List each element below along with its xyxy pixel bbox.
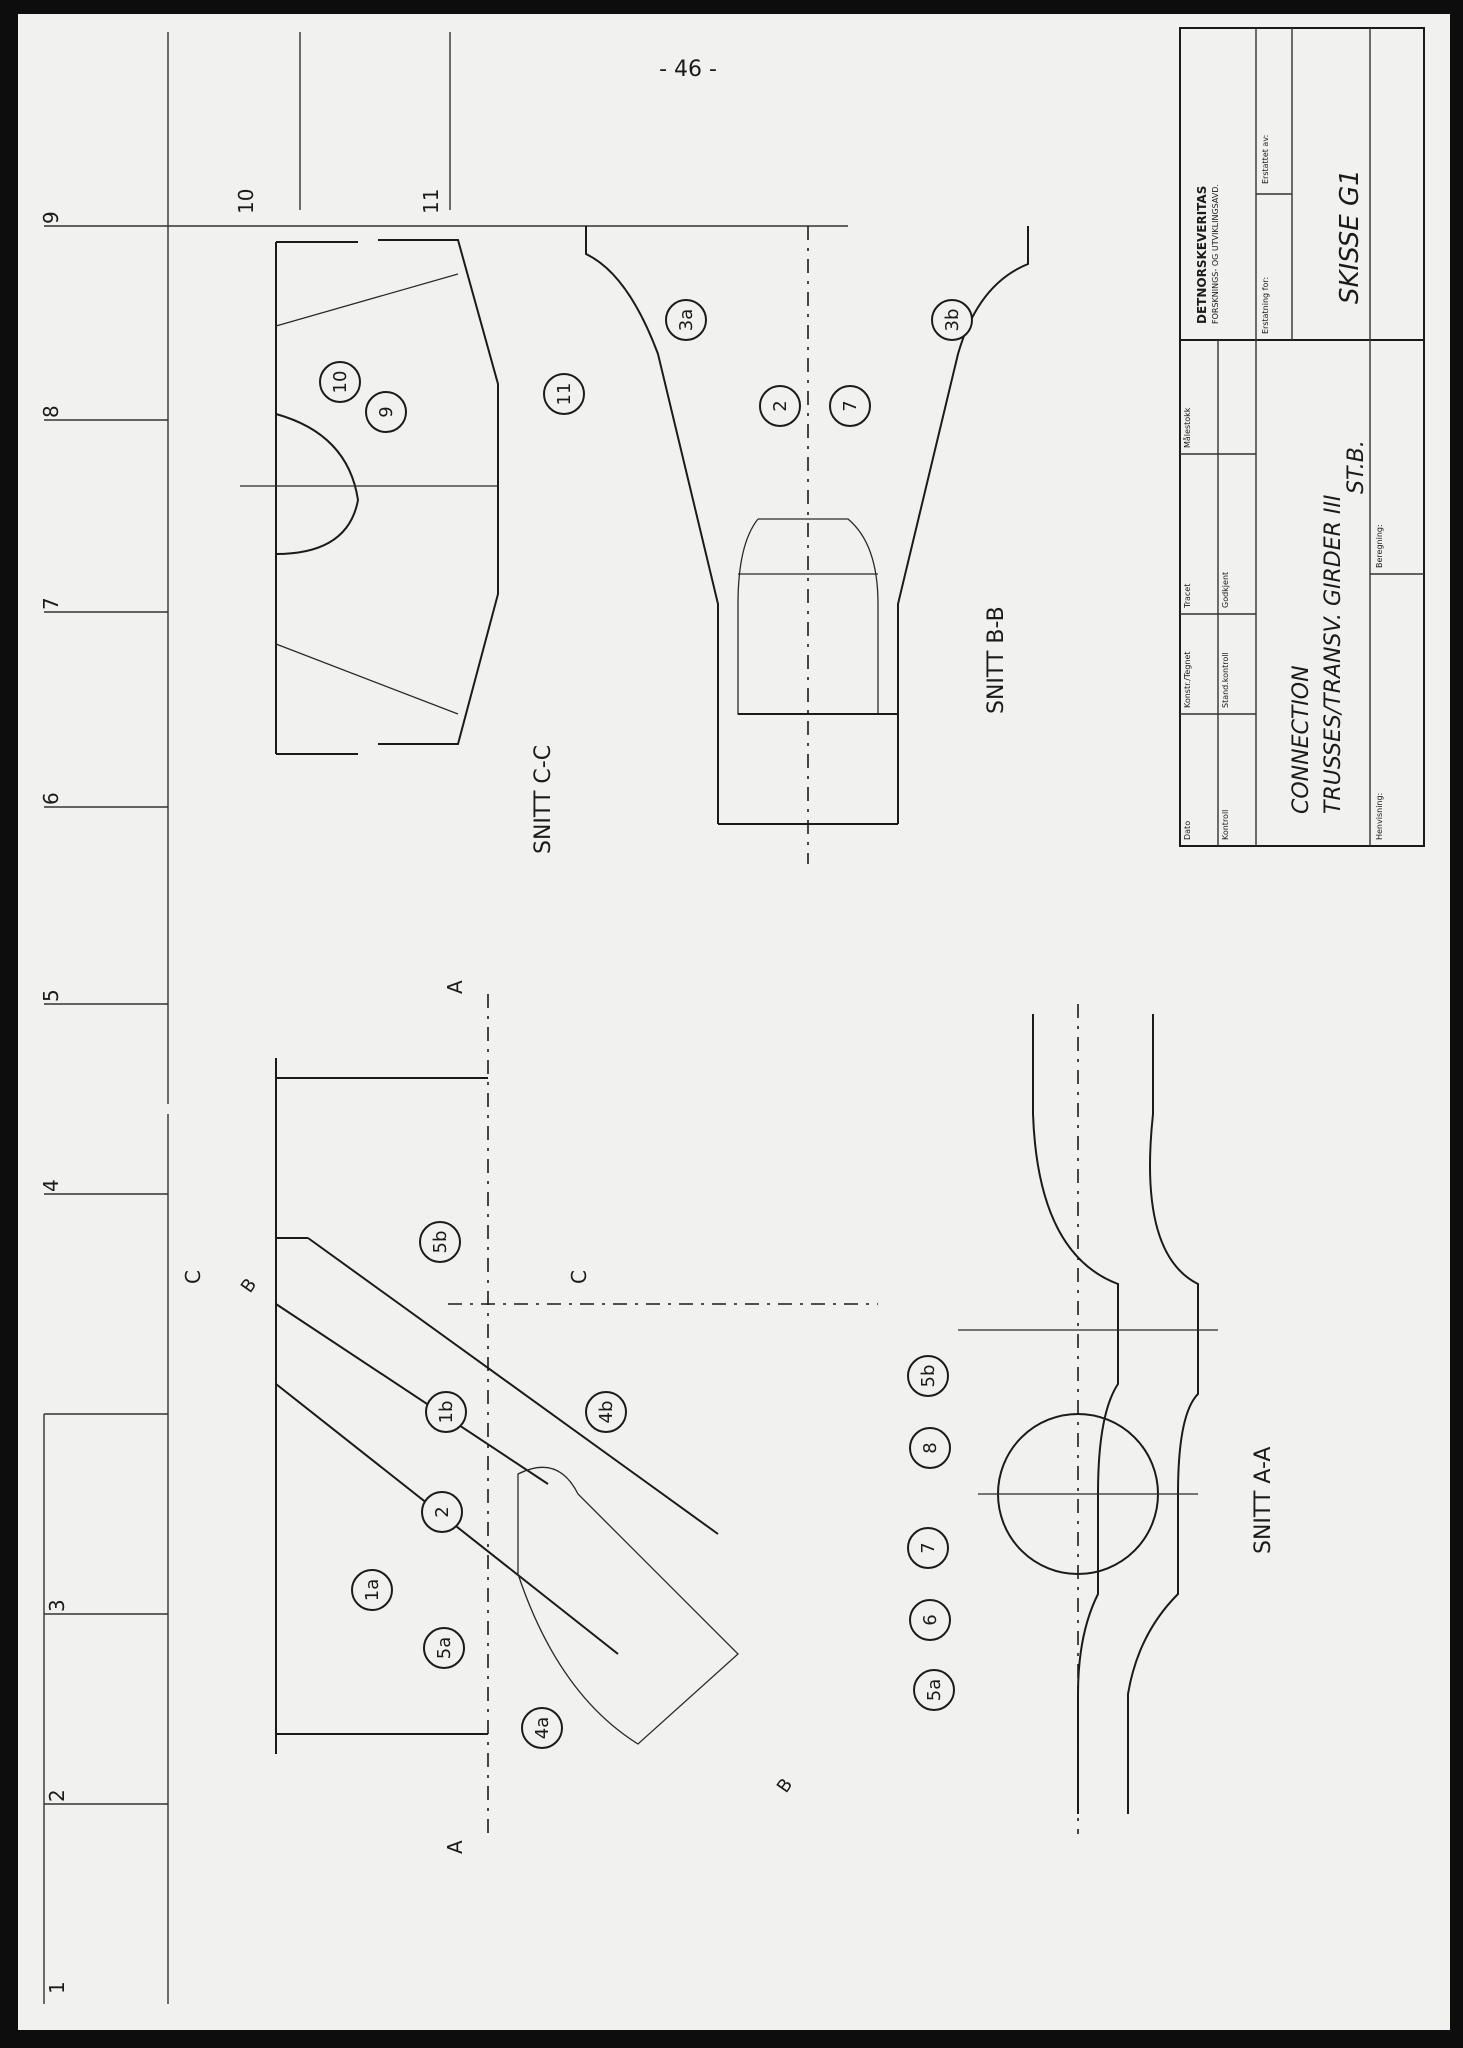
part-label-2-top: 2 xyxy=(759,385,801,427)
frame-number-1: 1 xyxy=(45,1981,69,1994)
title-line-2: TRUSSES/TRANSV. GIRDER III xyxy=(1321,495,1346,814)
svg-text:3a: 3a xyxy=(676,309,697,331)
section-b-b-view: SNITT B-B xyxy=(585,226,1029,864)
field-replaces: Erstatning for: xyxy=(1261,277,1270,334)
drawing-sheet: - 46 - 10 11 9 8 7 6 5 4 3 2 1 SNIT xyxy=(18,14,1450,2030)
svg-text:2: 2 xyxy=(770,400,791,411)
svg-text:3b: 3b xyxy=(942,309,963,332)
section-c-c-view: SNITT C-C xyxy=(240,239,556,854)
frame-number-7: 7 xyxy=(39,597,63,610)
part-label-9: 9 xyxy=(365,391,407,433)
section-a-a-label: SNITT A-A xyxy=(1251,1447,1276,1554)
field-drawn: Tracet xyxy=(1183,584,1192,609)
part-labels: 10 9 11 3a 2 7 3b 5b 1b 4b 2 1a 5a 4a 5b… xyxy=(319,299,973,1749)
title-line-3: ST.B. xyxy=(1344,440,1369,494)
title-block: DETNORSKEVERITAS FORSKNINGS- OG UTVIKLIN… xyxy=(1179,27,1425,847)
svg-text:9: 9 xyxy=(376,406,397,417)
frame-number-4: 4 xyxy=(39,1179,63,1192)
svg-text:5b: 5b xyxy=(918,1365,939,1388)
part-label-5b-right: 5b xyxy=(907,1355,949,1397)
svg-text:2: 2 xyxy=(432,1506,453,1517)
frame-number-3: 3 xyxy=(45,1599,69,1612)
frame-number-8: 8 xyxy=(39,405,63,418)
frame-number-10: 10 xyxy=(234,189,258,214)
field-scale: Målestokk xyxy=(1182,407,1192,448)
field-reference: Henvisning: xyxy=(1375,793,1384,840)
part-label-3a: 3a xyxy=(665,299,707,341)
part-label-5a-right: 5a xyxy=(913,1669,955,1711)
part-label-7-top: 7 xyxy=(829,385,871,427)
frame-number-11: 11 xyxy=(419,189,443,214)
frame-number-6: 6 xyxy=(39,792,63,805)
part-label-4a: 4a xyxy=(521,1707,563,1749)
section-c-c-label: SNITT C-C xyxy=(531,745,556,854)
svg-text:8: 8 xyxy=(920,1442,941,1453)
section-marker-c-right: C xyxy=(567,1270,591,1284)
field-date: Dato xyxy=(1183,821,1192,840)
part-label-6: 6 xyxy=(909,1599,951,1641)
svg-text:11: 11 xyxy=(554,383,575,406)
field-check: Kontroll xyxy=(1221,810,1230,840)
part-label-10: 10 xyxy=(319,361,361,403)
svg-text:4b: 4b xyxy=(596,1401,617,1424)
section-marker-a-top: A xyxy=(443,980,467,994)
frame-grid xyxy=(43,32,848,2004)
frame-number-9: 9 xyxy=(39,211,63,224)
svg-text:5b: 5b xyxy=(430,1231,451,1254)
svg-text:7: 7 xyxy=(840,400,861,411)
company-department: FORSKNINGS- OG UTVIKLINGSAVD. xyxy=(1211,184,1220,324)
svg-text:6: 6 xyxy=(920,1614,941,1625)
section-marker-c-left: C xyxy=(181,1270,205,1284)
svg-text:1a: 1a xyxy=(362,1579,383,1601)
svg-text:10: 10 xyxy=(330,371,351,394)
title-line-1: CONNECTION xyxy=(1289,665,1314,814)
page-number: - 46 - xyxy=(659,57,717,82)
section-b-b-label: SNITT B-B xyxy=(984,606,1009,714)
svg-text:1b: 1b xyxy=(436,1401,457,1424)
part-label-5a-left: 5a xyxy=(423,1627,465,1669)
section-marker-a-bottom: A xyxy=(443,1840,467,1854)
part-label-7-right: 7 xyxy=(907,1527,949,1569)
field-calculation: Beregning: xyxy=(1375,524,1384,568)
drawing-id: SKISSE G1 xyxy=(1335,169,1365,304)
part-label-5b-left: 5b xyxy=(419,1221,461,1263)
field-designed: Konstr./Tegnet xyxy=(1183,651,1192,708)
frame-number-2: 2 xyxy=(45,1789,69,1802)
part-label-8: 8 xyxy=(909,1427,951,1469)
part-label-2-left: 2 xyxy=(421,1491,463,1533)
section-a-a-view: SNITT A-A xyxy=(958,1004,1276,1834)
frame-number-5: 5 xyxy=(39,989,63,1002)
field-approved: Godkjent xyxy=(1221,572,1230,608)
technical-drawing: - 46 - 10 11 9 8 7 6 5 4 3 2 1 SNIT xyxy=(39,27,1425,2004)
part-label-1a: 1a xyxy=(351,1569,393,1611)
field-standard-check: Stand.kontroll xyxy=(1221,652,1230,708)
company-name: DETNORSKEVERITAS xyxy=(1195,186,1209,324)
frame-numbers: 10 11 9 8 7 6 5 4 3 2 1 xyxy=(39,189,443,1994)
part-label-4b: 4b xyxy=(585,1391,627,1433)
section-marker-b-bottom: B xyxy=(773,1775,797,1797)
part-label-3b: 3b xyxy=(931,299,973,341)
part-label-1b: 1b xyxy=(425,1391,467,1433)
section-marker-b-top: B xyxy=(237,1275,261,1297)
svg-text:5a: 5a xyxy=(924,1679,945,1701)
svg-text:4a: 4a xyxy=(532,1717,553,1739)
svg-text:7: 7 xyxy=(918,1542,939,1553)
svg-text:5a: 5a xyxy=(434,1637,455,1659)
part-label-11: 11 xyxy=(543,373,585,415)
field-replaced-by: Erstattet av: xyxy=(1261,135,1270,184)
